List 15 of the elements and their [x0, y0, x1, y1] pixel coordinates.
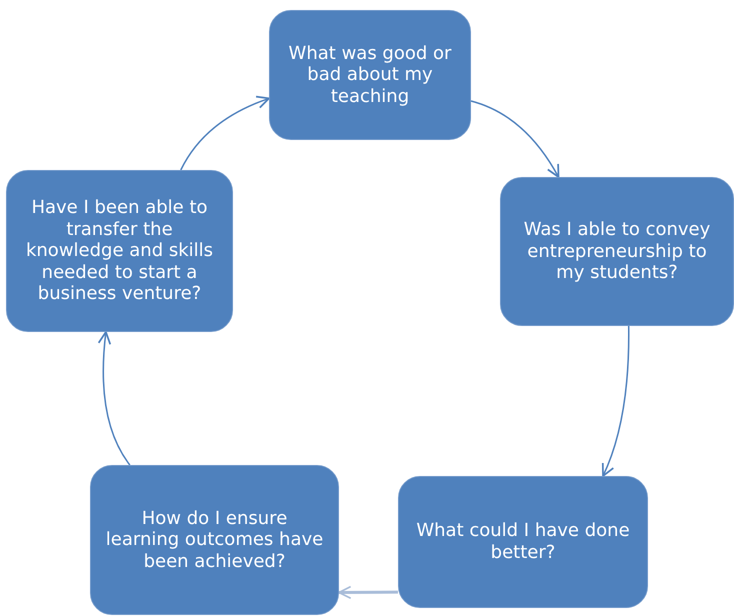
process-box [500, 177, 734, 326]
process-box [398, 476, 648, 608]
box-text: How do I ensure learning outcomes have been achieved? [104, 508, 324, 572]
box-text: What could I have done better? [415, 520, 631, 564]
box-text: Was I able to convey entrepreneurship to my students? [522, 219, 712, 284]
arrow [338, 586, 398, 600]
arrow [470, 100, 560, 178]
arrow [602, 326, 630, 477]
box-text: What was good or bad about my teaching [288, 42, 452, 108]
process-box [269, 10, 471, 140]
arrow [98, 331, 130, 466]
arrow [180, 96, 270, 170]
process-box [90, 465, 339, 615]
process-box [6, 170, 233, 332]
box-text: Have I been able to transfer the knowledge and skills needed to start a business venture? [24, 197, 214, 305]
